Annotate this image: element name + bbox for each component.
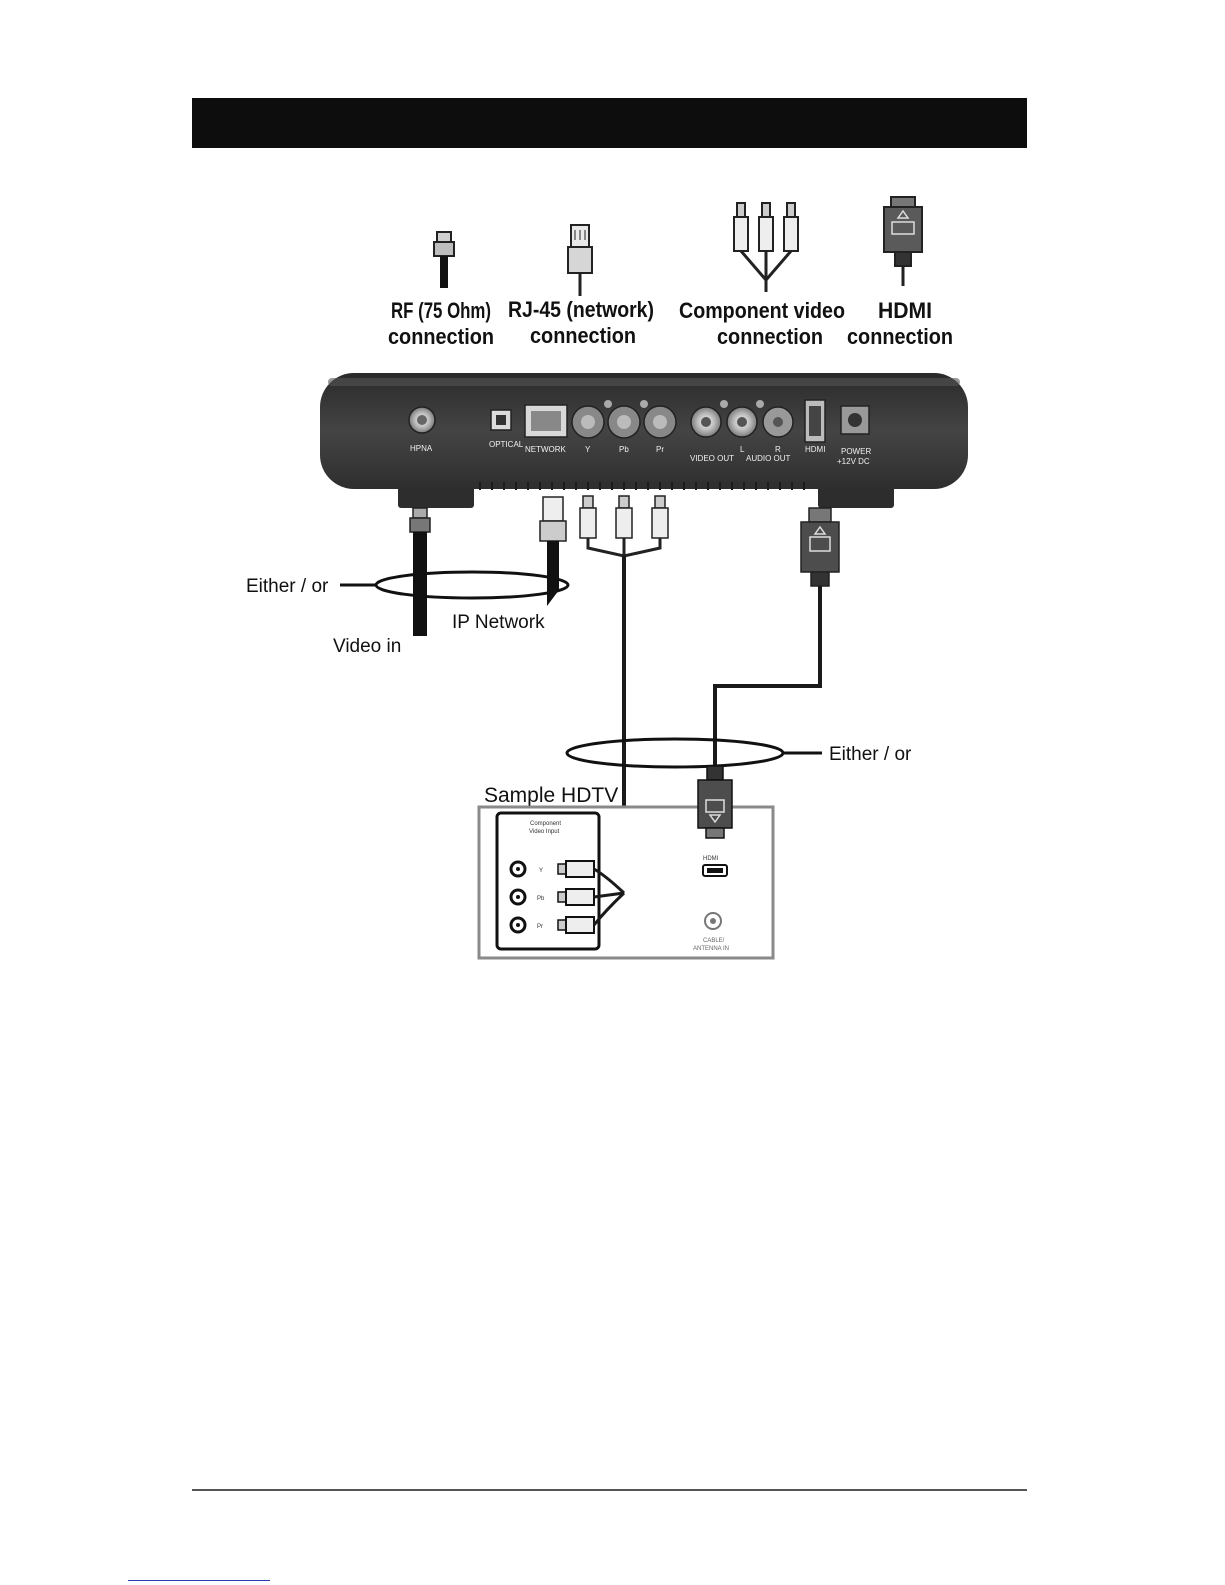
component-ports[interactable]: [572, 400, 676, 438]
rj45-connector-icon: [568, 225, 592, 296]
network-port[interactable]: [525, 405, 567, 437]
hdmi-caption-line2: connection: [847, 324, 953, 349]
power-port[interactable]: [841, 406, 869, 434]
hdmi-port[interactable]: [805, 400, 825, 442]
port-label-r: R: [775, 445, 781, 454]
tv-hdmi-plug: [698, 766, 732, 838]
either-or-ellipse-left: [376, 572, 568, 598]
tv-input-label-y: Y: [539, 868, 543, 874]
port-label-video-out: VIDEO OUT: [690, 454, 734, 463]
set-top-box: [320, 373, 968, 508]
hpna-port[interactable]: [409, 407, 435, 433]
component-caption-line2: connection: [717, 324, 823, 349]
either-or-label-left: Either / or: [246, 576, 329, 597]
optical-port[interactable]: [491, 410, 511, 430]
port-label-y: Y: [585, 445, 591, 454]
hdmi-caption-line1: HDMI: [878, 298, 932, 323]
port-label-hpna: HPNA: [410, 444, 433, 453]
rf-caption-line2: connection: [388, 324, 494, 349]
rj45-caption-line2: connection: [530, 323, 636, 348]
tv-antenna-port[interactable]: [705, 913, 721, 929]
tv-component-jacks[interactable]: [511, 862, 525, 932]
hdmi-connector-icon: [884, 197, 922, 286]
port-label-audio-out: AUDIO OUT: [746, 454, 791, 463]
tv-antenna-label-line1: CABLE/: [703, 938, 725, 944]
component-connector-icon: [734, 203, 798, 292]
video-in-label: Video in: [333, 636, 401, 657]
tv-hdmi-port[interactable]: [703, 865, 727, 876]
component-caption-line1: Component video: [679, 298, 845, 323]
tv-title: Sample HDTV: [484, 784, 618, 807]
rf-caption-line1: RF (75 Ohm): [391, 298, 491, 323]
either-or-ellipse-right: [567, 739, 783, 767]
port-label-pr: Pr: [656, 445, 664, 454]
either-or-label-right: Either / or: [829, 744, 912, 765]
tv-antenna-label-line2: ANTENNA IN: [693, 946, 729, 952]
component-input-label-line2: Video Input: [529, 829, 560, 835]
tv-input-label-pr: Pr: [537, 924, 543, 930]
tv-hdmi-label: HDMI: [703, 856, 719, 862]
port-label-optical: OPTICAL: [489, 440, 524, 449]
port-label-l: L: [740, 445, 745, 454]
ip-network-label: IP Network: [452, 612, 545, 633]
port-label-power-voltage: +12V DC: [837, 457, 870, 466]
port-label-network: NETWORK: [525, 445, 567, 454]
rj45-caption-line1: RJ-45 (network): [508, 297, 654, 322]
rf-connector-icon: [434, 232, 454, 288]
component-cable-top: [580, 496, 668, 556]
port-label-power: POWER: [841, 447, 871, 456]
hdmi-cable-top: [801, 508, 839, 586]
component-input-label-line1: Component: [530, 821, 561, 827]
port-label-hdmi: HDMI: [805, 445, 825, 454]
tv-input-label-pb: Pb: [537, 896, 545, 902]
port-label-pb: Pb: [619, 445, 629, 454]
hdmi-cable-run: [715, 586, 820, 766]
